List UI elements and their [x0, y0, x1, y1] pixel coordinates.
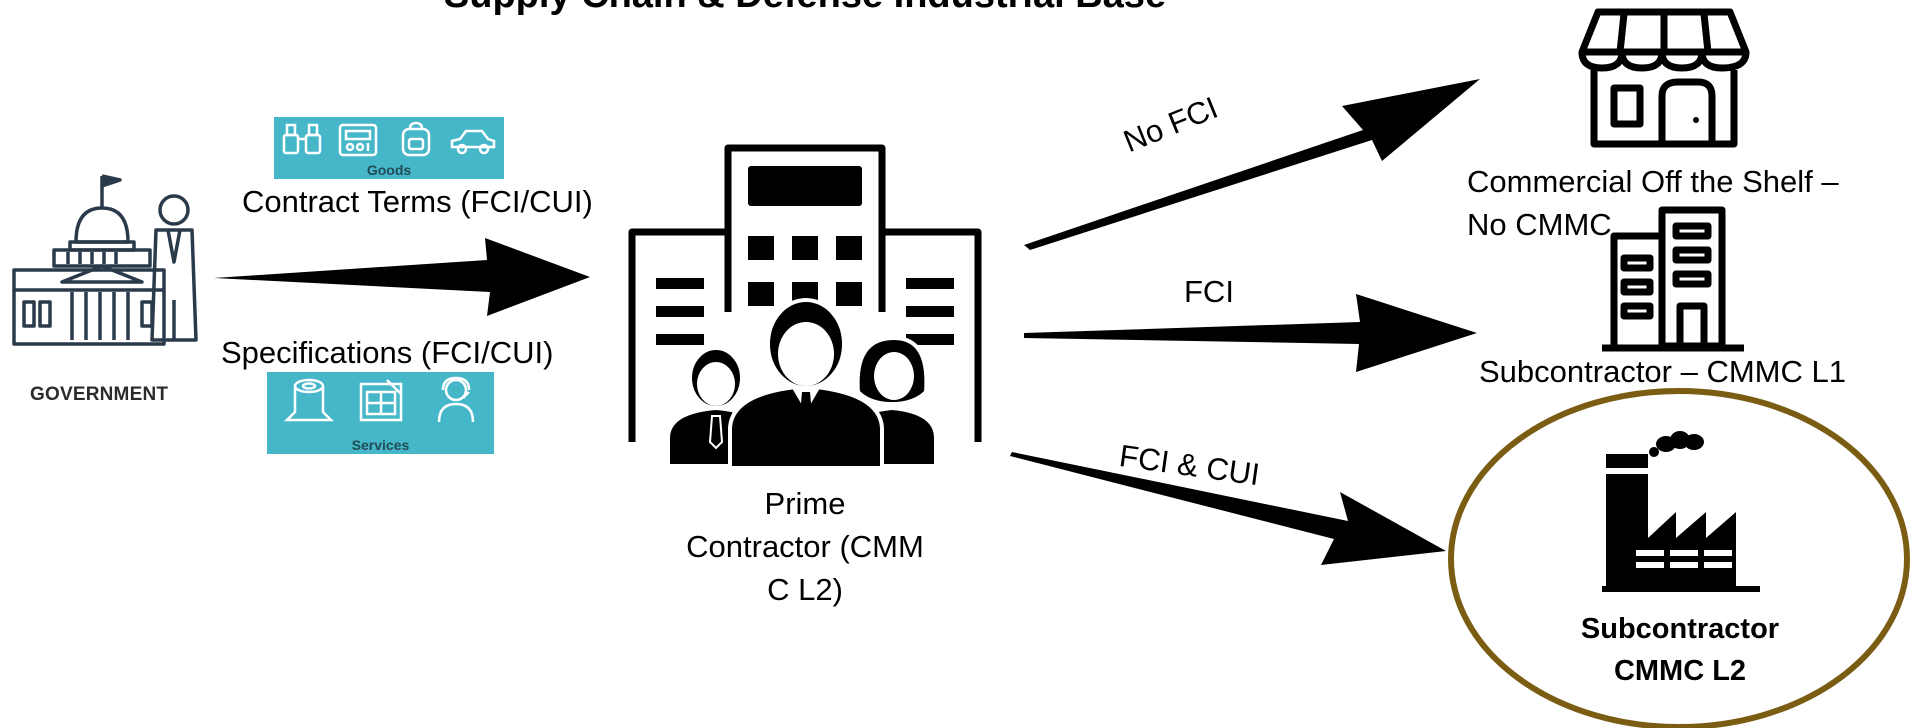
- backpack-icon: [401, 121, 431, 157]
- fci-arrow: [1024, 294, 1477, 372]
- l2-label-line-1: Subcontractor: [1580, 613, 1780, 645]
- cots-label-line-1: Commercial Off the Shelf –: [1467, 164, 1839, 199]
- diagram-title: Supply Chain & Defense Industrial Base: [0, 0, 1610, 17]
- prime-label-line-3: C L2): [767, 572, 843, 607]
- fci-label: FCI: [1184, 274, 1234, 309]
- support-agent-icon: [437, 376, 475, 423]
- prime-label-line-1: Prime: [764, 486, 846, 521]
- no-fci-arrow: [1024, 79, 1480, 250]
- storefront-icon: [1578, 8, 1750, 148]
- services-band: Services: [267, 372, 494, 454]
- fci-cui-arrow: [1010, 452, 1446, 565]
- prime-contractor-icon: [628, 144, 982, 470]
- government-icon: [12, 174, 198, 346]
- goods-band-label: Goods: [366, 162, 412, 178]
- services-band-label: Services: [351, 437, 410, 453]
- prime-contractor-label: Prime Contractor (CMM C L2): [655, 482, 955, 611]
- control-panel-icon: [338, 123, 378, 157]
- goods-band: Goods: [274, 117, 504, 179]
- contract-terms-label: Contract Terms (FCI/CUI): [242, 184, 593, 219]
- tree-stump-icon: [283, 378, 335, 422]
- blueprint-icon: [359, 379, 403, 422]
- l1-label: Subcontractor – CMMC L1: [1479, 354, 1846, 389]
- cots-label: Commercial Off the Shelf – No CMMC: [1467, 160, 1839, 246]
- l2-label-line-2: CMMC L2: [1613, 655, 1747, 687]
- office-building-icon: [1602, 206, 1744, 352]
- car-icon: [450, 129, 496, 155]
- l2-label: Subcontractor CMMC L2: [1550, 608, 1810, 692]
- prime-label-line-2: Contractor (CMM: [686, 529, 924, 564]
- factory-icon: [1602, 431, 1760, 592]
- cots-label-line-2: No CMMC: [1467, 207, 1612, 242]
- specifications-label: Specifications (FCI/CUI): [221, 335, 554, 370]
- binoculars-icon: [282, 123, 322, 155]
- government-label: GOVERNMENT: [30, 384, 169, 405]
